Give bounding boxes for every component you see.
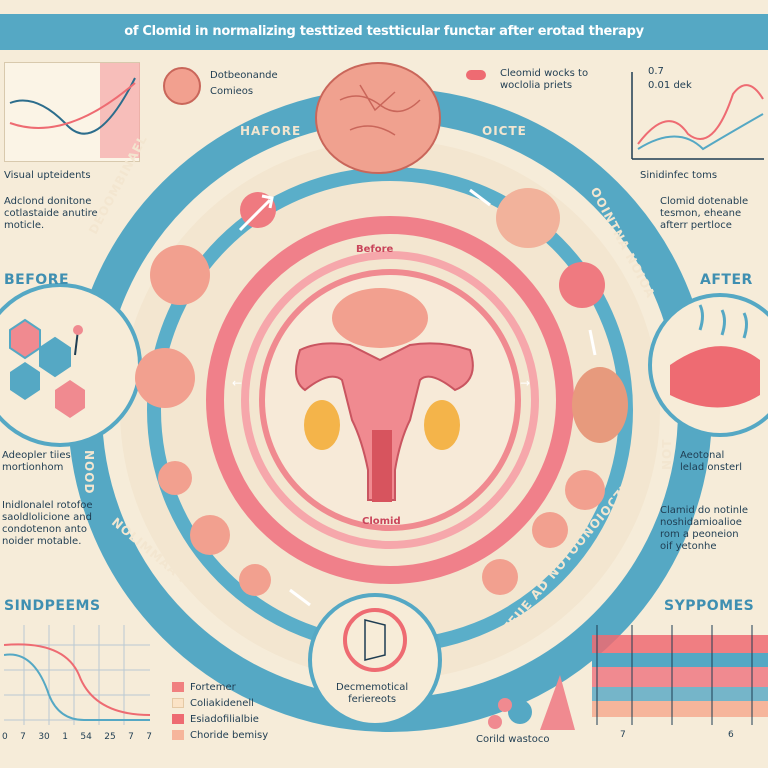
bottom-center-label: Decmemotical feriereots [336, 682, 409, 705]
axis-tick: 54 [80, 732, 92, 742]
bottom-bubble [308, 593, 442, 727]
top-right-pill-text: Cleomid wocks to woclolia priets [500, 68, 589, 91]
follicle [496, 188, 560, 248]
right-small-text-2: Clamid do notinle noshidamioalioe rom a … [660, 505, 749, 552]
follicle [572, 367, 628, 443]
axis-tick: 7 [20, 732, 26, 742]
pink-ring-mid [241, 251, 539, 549]
left-small-text: Adeopler tiies mortionhom [2, 450, 71, 473]
center-before-label: Before [356, 244, 394, 255]
molecule-icon [9, 318, 85, 418]
top-center-label-1: Dotbeonande [210, 70, 278, 81]
follicle [158, 461, 192, 495]
after-heading: AFTER [700, 272, 753, 288]
center-egg [332, 288, 428, 348]
follicle [239, 564, 271, 596]
axis-tick: 1 [62, 732, 68, 742]
follicle [482, 559, 518, 595]
title-banner: of Clomid in normalizing testtized testt… [0, 14, 768, 50]
center-arrow-left: ← [232, 376, 243, 390]
legend-item: Fortemer [172, 680, 268, 696]
left-small-text-2: Inidlonalel rotofoe saoldlolicione and c… [2, 500, 93, 547]
legend-item: Choride bemisy [172, 728, 268, 744]
follicle [150, 245, 210, 305]
bottom-right-axis-tick-2: 6 [728, 730, 734, 740]
right-text: Clomid dotenable tesmon, eheane afterr p… [660, 196, 749, 231]
legend: Fortemer Coliakidenell Esiadofilialbie C… [172, 680, 268, 744]
top-egg [315, 62, 441, 174]
follicle [190, 515, 230, 555]
ring-label-far-right: NOT [660, 438, 674, 470]
axis-tick: 0 [2, 732, 8, 742]
ovary-left [304, 400, 340, 450]
bottom-right-chart [592, 625, 768, 725]
top-left-caption: Visual upteidents [4, 170, 91, 181]
bottom-right-axis-tick-1: 7 [620, 730, 626, 740]
top-center-label-2: Comieos [210, 86, 254, 97]
top-right-chart-caption: Sinidinfec toms [640, 170, 718, 181]
axis-tick: 30 [38, 732, 50, 742]
ring-label-top-left: HAFORE [240, 124, 302, 138]
legend-item: Coliakidenell [172, 696, 268, 712]
bottom-left-axis: 0 7 30 1 54 25 7 7 [2, 732, 152, 742]
top-left-text: Adclond donitone cotlastaide anutire mot… [4, 196, 98, 231]
bottom-left-heading: SINDPEEMS [4, 598, 101, 614]
legend-item: Esiadofilialbie [172, 712, 268, 728]
before-heading: BEFORE [4, 272, 70, 288]
pink-ring-outer [206, 216, 574, 584]
follicle [559, 262, 605, 308]
top-right-chart-label-2: 0.01 dek [648, 80, 692, 91]
bottom-right-center-label: Corild wastoco [476, 734, 550, 745]
top-right-chart [628, 64, 764, 164]
top-left-chart [4, 62, 140, 162]
ovary-right [424, 400, 460, 450]
axis-tick: 7 [146, 732, 152, 742]
pill-icon [466, 70, 486, 80]
follicle [532, 512, 568, 548]
follicle [135, 348, 195, 408]
ring-label-top-right: OICTE [482, 124, 527, 138]
bottom-left-chart [3, 625, 151, 730]
bottom-right-heading: SYPPOMES [664, 598, 755, 614]
uterus-icon [295, 342, 474, 501]
axis-tick: 25 [104, 732, 116, 742]
cell-icon [163, 67, 201, 105]
right-small-text: Aeotonal lelad onsterl [680, 450, 742, 473]
ring-label-far-left: NOOD [82, 450, 96, 495]
center-clomid-label: Clomid [362, 516, 401, 527]
follicle [565, 470, 605, 510]
axis-tick: 7 [128, 732, 134, 742]
top-right-chart-label-1: 0.7 [648, 66, 664, 77]
center-arrow-right: → [520, 376, 531, 390]
